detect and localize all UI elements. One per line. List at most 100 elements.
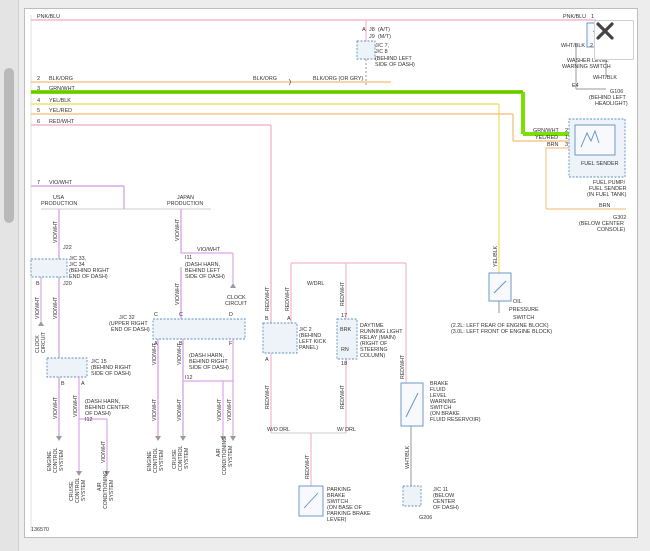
i11-wire-vio-wht: VIO/WHT [197,247,221,253]
jc32-pin-b: B [179,341,183,347]
vlabel-red-wht-2: RED/WHT [285,286,291,311]
drl-brk: BRK [340,327,351,333]
jc2-loc-1: (BEHIND [299,333,321,339]
destination-engine-control-2: ENGINE CONTROL SYSTEM [147,448,165,473]
jc2-pin-b: B [265,316,269,322]
wire-label-blk-org-mid: BLK/ORG [253,76,277,82]
jc11-connector [402,485,422,507]
jc2-pin-a: A [287,316,291,322]
svg-text:CONTROL: CONTROL [53,448,59,473]
svg-text:SYSTEM: SYSTEM [109,480,115,501]
jc34-label: J/C 34 [69,262,85,268]
wire-red-wht [31,124,272,323]
svg-text:CONDITIONING: CONDITIONING [103,471,109,509]
jc2-loc-2: LEFT KICK [299,339,327,345]
jc33-connector [30,258,68,278]
fuel-pin-3: 3 [565,142,568,148]
vlabel-vio-wht-10: VIO/WHT [177,342,183,365]
w-drl-label-2: W/ DRL [337,427,356,433]
jc7-loc-1: (BEHIND LEFT [375,56,413,62]
pb-label-2: BRAKE [327,493,346,499]
jc8-label: J/C 8 [375,49,388,55]
fuel-wire-yel-red: YEL/RED [535,135,558,141]
bf-label-4: WARNING [430,399,456,405]
jc7-connector [356,40,376,60]
drl-label-5: STEERING [360,347,388,353]
wiring-diagram: text { font-family:"Liberation Sans", sa… [30,14,628,533]
bf-label-2: FLUID [430,387,446,393]
wire-red-wht-drl [270,262,412,486]
oil-loc-1: (2.2L: LEFT REAR OF ENGINE BLOCK) [451,323,549,329]
svg-text:SYSTEM: SYSTEM [159,450,165,471]
wire-label-blk-org: BLK/ORG [49,76,73,82]
pb-label-6: LEVER) [327,517,347,523]
jc33-pin-b: B [36,281,40,287]
jc15-pin-a: A [81,381,85,387]
vlabel-vio-wht-12: VIO/WHT [53,396,59,419]
i11-loc-3: SIDE OF DASH) [185,274,225,280]
svg-text:AIR: AIR [97,482,103,491]
clock-circuit-vlabel-2: CIRCUIT [41,331,47,353]
destination-cruise-control-1: CRUISE CONTROL SYSTEM [69,478,87,503]
oil-label-3: SWITCH [513,315,534,321]
fuel-wire-brn-2: BRN [599,203,610,209]
svg-text:CRUISE: CRUISE [172,449,178,469]
washer-pin-2: 2 [590,43,593,49]
destination-cruise-control-2: CRUISE CONTROL SYSTEM [172,446,190,471]
vlabel-vio-wht-14: VIO/WHT [101,440,107,463]
vertical-scrollbar[interactable] [0,0,19,551]
washer-pin-1: 1 [591,14,594,20]
wire-label-yel-blk: YEL/BLK [49,98,71,104]
jc32-label: J/C 32 [119,315,135,321]
jc15-loc-2: SIDE OF DASH) [91,371,131,377]
jc33-label: J/C 33, [69,256,87,262]
vlabel-red-wht-6: RED/WHT [400,354,406,379]
fuel-pin-2: 2 [565,128,568,134]
connector-i12: I12 [85,417,93,423]
connector-e4: E4 [572,83,579,89]
jc32-loc-2: END OF DASH) [111,327,150,333]
jc33-j20: J20 [63,281,72,287]
close-button[interactable] [594,20,634,60]
clock-label: CLOCK [227,295,246,301]
washer-wire-wht-blk: WHT/BLK [561,43,585,49]
vlabel-red-wht-1: RED/WHT [265,286,271,311]
connector-i12-mid: I12 [185,375,193,381]
jc32-loc-1: (UPPER RIGHT [109,321,148,327]
destination-air-conditioning-1: AIR CONDITIONING SYSTEM [97,471,115,509]
svg-text:CONTROL: CONTROL [75,478,81,503]
vlabel-red-wht-3: RED/WHT [340,281,346,306]
vlabel-vio-wht-6: VIO/WHT [152,398,158,421]
jc15-label: J/C 15 [91,359,107,365]
left-pin-7: 7 [37,180,40,186]
drl-pin-18: 18 [341,361,347,367]
i11-loc-2: BEHIND LEFT [185,268,221,274]
jc32-pin-f: F [229,341,233,347]
destination-air-conditioning-2: AIR CONDITIONING SYSTEM [216,437,234,475]
washer-label-1: WASHER LEVEL [567,58,609,64]
jc11-loc-1: (BELOW [433,493,455,499]
g106-loc-2: HEADLIGHT) [595,101,628,107]
fuel-pin-1: 1 [565,135,568,141]
i12-harn-1: (DASH HARN, [85,399,121,405]
jc32-pin-d: D [229,312,233,318]
bf-label-3: LEVEL [430,393,447,399]
jc32-pin-c: C [154,312,158,318]
scrollbar-thumb[interactable] [4,68,14,223]
bf-label-7: FLUID RESERVOIR) [430,417,481,423]
jc11-label: J/C 11 [433,487,448,493]
drl-pin-17: 17 [341,313,347,319]
vlabel-vio-wht-9: VIO/WHT [227,398,233,421]
wire-yel-red [31,113,569,142]
jc2-loc-3: PANEL) [299,345,318,351]
japan-label: JAPAN [177,195,194,201]
wire-yel-blk [31,103,500,273]
i12-loc-2: BEHIND RIGHT [189,359,228,365]
wire-label-pnk-blu-right: PNK/BLU [563,14,586,20]
vlabel-vio-wht-8: VIO/WHT [217,398,223,421]
jc2-pin-a2: A [265,357,269,363]
svg-text:CONDITIONING: CONDITIONING [222,437,228,475]
pb-label-3: SWITCH [327,499,348,505]
ground-g302: G302 [613,215,626,221]
left-pin-5: 5 [37,108,40,114]
